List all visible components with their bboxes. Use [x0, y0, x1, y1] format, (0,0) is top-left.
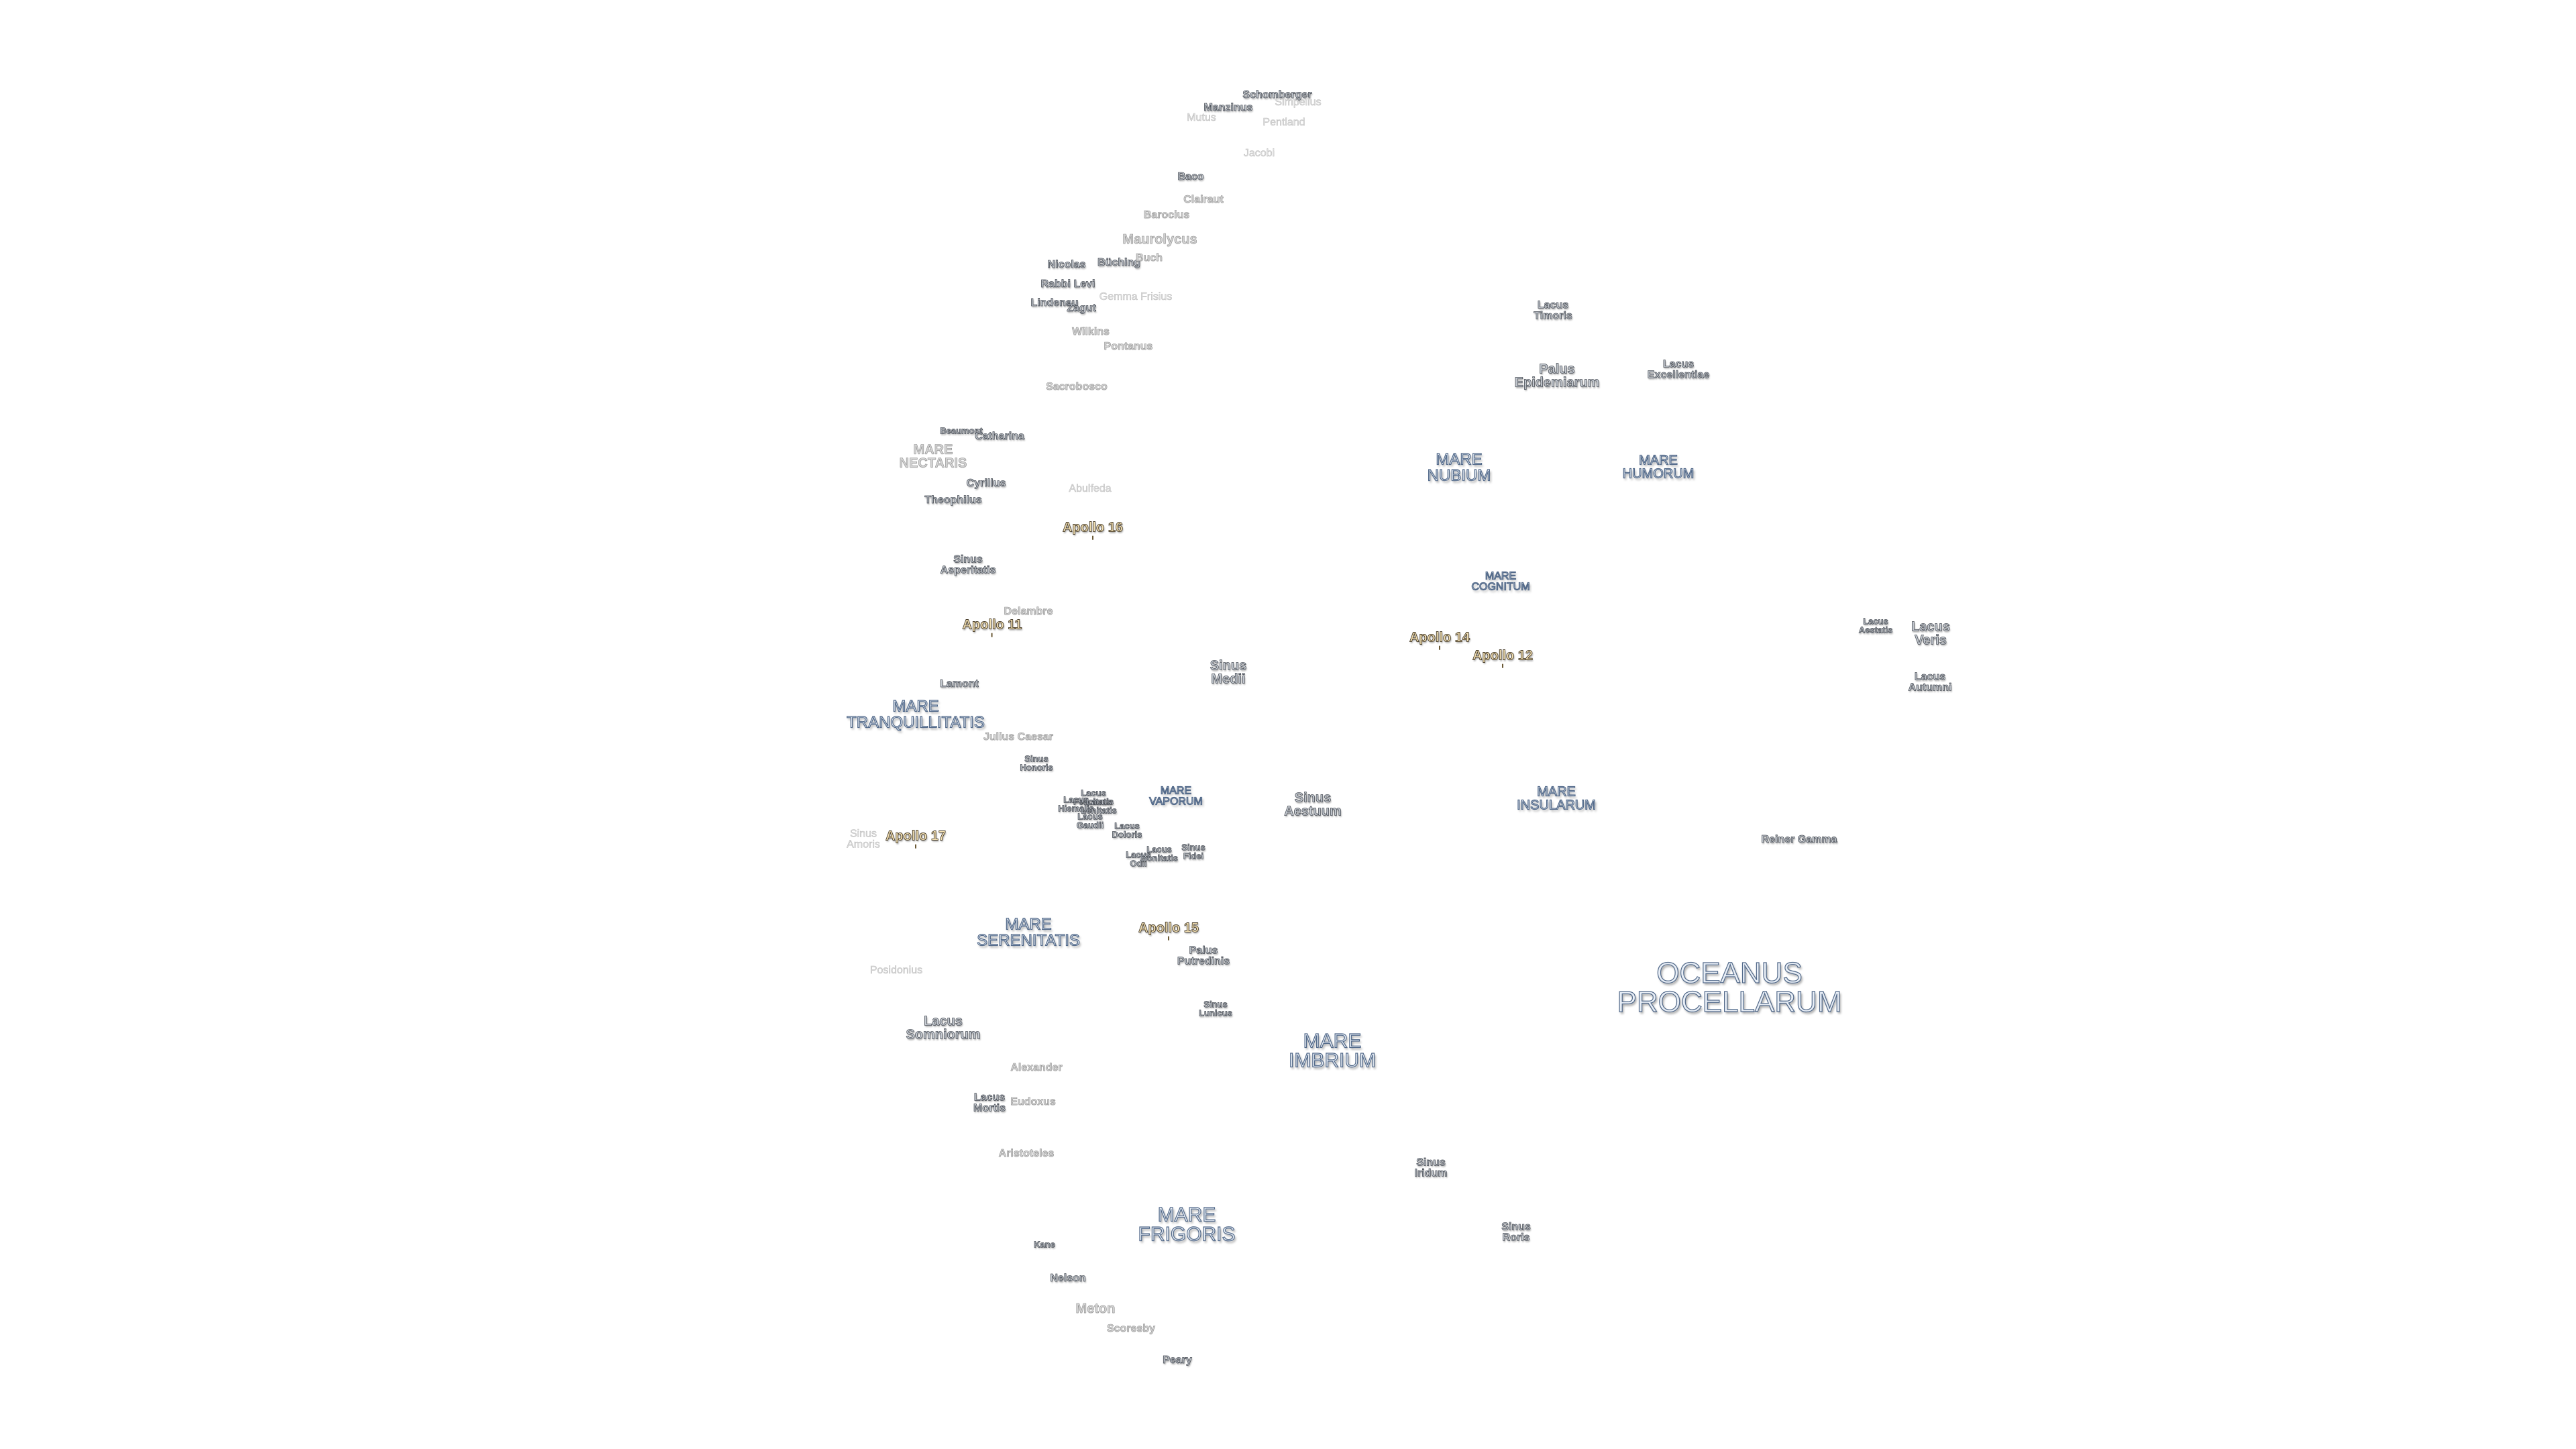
- label-zagut: Zagut: [1067, 303, 1096, 315]
- label-apollo-11[interactable]: Apollo 11: [962, 617, 1022, 637]
- label-jacobi: Jacobi: [1243, 148, 1275, 160]
- label-beaumont: Beaumont: [940, 425, 983, 436]
- label-manzinus: Manzinus: [1203, 102, 1253, 114]
- label-palus-putredinis: Palus Putredinis: [1177, 945, 1230, 967]
- label-mare-tranquillitatis: MARE TRANQUILLITATIS: [846, 697, 985, 731]
- label-gemma-frisius: Gemma Frisius: [1099, 291, 1173, 303]
- label-sinus-fidei: Sinus Fidei: [1181, 842, 1205, 861]
- label-lacus-autumni: Lacus Autumni: [1908, 671, 1952, 693]
- label-lamont: Lamont: [940, 678, 979, 690]
- label-delambre: Delambre: [1004, 606, 1053, 618]
- label-sinus-aestuum: Sinus Aestuum: [1284, 790, 1342, 818]
- label-apollo-17[interactable]: Apollo 17: [885, 828, 947, 849]
- label-pentland: Pentland: [1263, 117, 1305, 129]
- label-lindenau: Lindenau: [1030, 297, 1079, 309]
- label-mare-nubium: MARE NUBIUM: [1427, 450, 1491, 484]
- landing-site-marker-icon: [1091, 535, 1093, 540]
- label-abulfeda: Abulfeda: [1069, 483, 1112, 495]
- label-sinus-lunicus: Sinus Lunicus: [1199, 999, 1233, 1018]
- label-sinus-honoris: Sinus Honoris: [1020, 753, 1053, 772]
- apollo-16-name: Apollo 16: [1062, 520, 1124, 535]
- label-simpelius: Simpelius: [1275, 97, 1322, 109]
- label-mare-imbrium: MARE IMBRIUM: [1288, 1030, 1376, 1072]
- label-aristoteles: Aristoteles: [998, 1148, 1055, 1160]
- label-lacus-timoris: Lacus Timoris: [1534, 299, 1572, 321]
- label-buching: Büching: [1097, 257, 1141, 269]
- label-palus-epidemiarum: Palus Epidemiarum: [1514, 362, 1600, 390]
- label-mare-serenitatis: MARE SERENITATIS: [977, 915, 1081, 949]
- label-mare-insularum: MARE INSULARUM: [1517, 784, 1597, 812]
- label-clairaut: Clairaut: [1183, 194, 1224, 206]
- apollo-15-name: Apollo 15: [1138, 920, 1199, 936]
- label-lacus-doloris: Lacus Doloris: [1112, 820, 1142, 839]
- label-lacus-mortis: Lacus Mortis: [973, 1091, 1006, 1114]
- label-lacus-somniorum: Lacus Somniorum: [906, 1014, 981, 1042]
- label-lacus-odii: Lacus Odii: [1126, 849, 1151, 868]
- label-lacus-veris: Lacus Veris: [1911, 619, 1951, 647]
- label-barocius: Barocius: [1143, 209, 1190, 221]
- label-pontanus: Pontanus: [1104, 341, 1153, 353]
- label-sacrobosco: Sacrobosco: [1046, 381, 1108, 393]
- label-peary: Peary: [1163, 1354, 1192, 1366]
- label-oceanus-procellarum: OCEANUS PROCELLARUM: [1617, 956, 1842, 1018]
- label-theophilus: Theophilus: [924, 494, 982, 506]
- label-mare-nectaris: MARE NECTARIS: [899, 442, 967, 470]
- apollo-12-name: Apollo 12: [1472, 648, 1534, 663]
- label-mutus: Mutus: [1187, 112, 1216, 124]
- label-meton: Meton: [1075, 1301, 1116, 1317]
- label-reiner-gamma: Reiner Gamma: [1761, 834, 1837, 846]
- label-lacus-lenitatis: Lacus Lenitatis: [1081, 796, 1117, 815]
- label-lacus-excellentiae: Lacus Excellentiae: [1647, 358, 1710, 380]
- apollo-17-name: Apollo 17: [885, 828, 947, 844]
- label-apollo-12[interactable]: Apollo 12: [1472, 648, 1534, 668]
- label-mare-cognitum: MARE COGNITUM: [1471, 570, 1530, 592]
- label-scoresby: Scoresby: [1106, 1323, 1156, 1335]
- landing-site-marker-icon: [1167, 936, 1169, 941]
- landing-site-marker-icon: [914, 844, 916, 849]
- label-lacus-felicitatis: Lacus Felicitatis: [1073, 788, 1114, 806]
- apollo-14-name: Apollo 14: [1409, 630, 1470, 645]
- label-sinus-medii: Sinus Medii: [1210, 658, 1247, 686]
- label-baco: Baco: [1177, 171, 1204, 183]
- label-rabbi-levi: Rabbi Levi: [1040, 278, 1095, 290]
- landing-site-marker-icon: [1501, 663, 1503, 668]
- label-apollo-14[interactable]: Apollo 14: [1409, 630, 1470, 650]
- label-buch: Buch: [1136, 252, 1163, 264]
- label-mare-frigoris: MARE FRIGORIS: [1138, 1203, 1236, 1246]
- label-nelson: Nelson: [1050, 1273, 1086, 1285]
- landing-site-marker-icon: [1438, 645, 1440, 650]
- label-schomberger: Schomberger: [1242, 89, 1312, 101]
- landing-site-marker-icon: [991, 633, 993, 637]
- label-julius-caesar: Julius Caesar: [983, 731, 1054, 743]
- label-maurolycus: Maurolycus: [1122, 232, 1197, 248]
- label-sinus-roris: Sinus Roris: [1501, 1221, 1531, 1243]
- label-lacus-hiemalis: Lacus Hiemalis: [1058, 794, 1094, 813]
- label-alexander: Alexander: [1010, 1062, 1063, 1074]
- label-sinus-asperitatis: Sinus Asperitatis: [940, 553, 996, 576]
- label-mare-vaporum: MARE VAPORUM: [1149, 785, 1203, 807]
- label-sinus-amoris: Sinus Amoris: [847, 828, 880, 850]
- label-apollo-15[interactable]: Apollo 15: [1138, 920, 1199, 941]
- label-eudoxus: Eudoxus: [1010, 1096, 1056, 1108]
- label-wilkins: Wilkins: [1072, 326, 1110, 338]
- apollo-11-name: Apollo 11: [962, 617, 1022, 633]
- label-catharina: Catharina: [975, 431, 1025, 443]
- label-nicolas: Nicolas: [1047, 259, 1086, 271]
- label-posidonius: Posidonius: [869, 965, 923, 977]
- label-lacus-bonitatis: Lacus Bonitatis: [1140, 844, 1178, 863]
- label-lacus-gaudii: Lacus Gaudii: [1076, 811, 1104, 830]
- label-mare-humorum: MARE HUMORUM: [1622, 453, 1695, 481]
- label-lacus-aestatis: Lacus Aestatis: [1858, 616, 1893, 635]
- label-apollo-16[interactable]: Apollo 16: [1062, 520, 1124, 540]
- label-cyrillus: Cyrillus: [966, 478, 1006, 490]
- label-sinus-iridum: Sinus Iridum: [1414, 1157, 1448, 1179]
- label-kane: Kane: [1034, 1239, 1056, 1250]
